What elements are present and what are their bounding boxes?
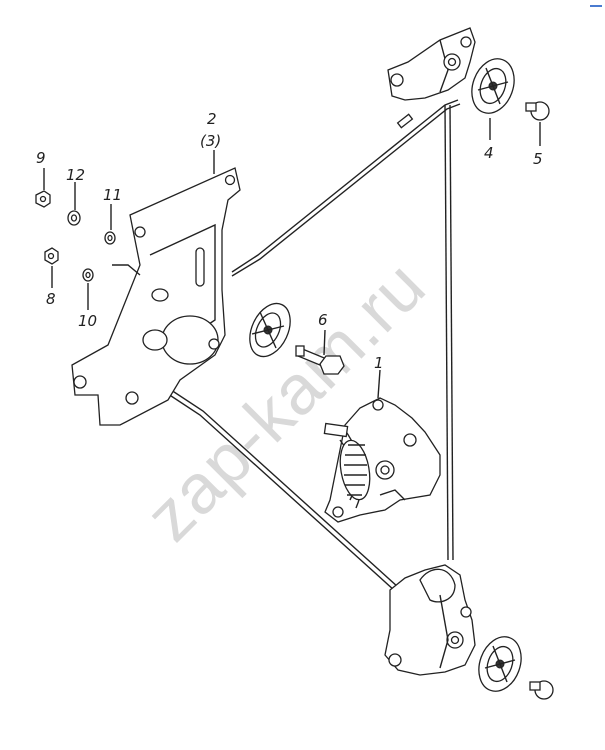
callout-8: 8 <box>46 290 56 308</box>
washer-12 <box>67 210 81 226</box>
middle-roller <box>249 302 291 358</box>
nut-8 <box>44 247 59 265</box>
top-roller-4 <box>471 58 515 114</box>
cap-bottom <box>529 680 554 700</box>
callout-11: 11 <box>103 186 122 204</box>
bottom-roller <box>478 636 522 692</box>
washer-10 <box>82 268 94 282</box>
bolt-6 <box>295 345 345 375</box>
leader-lines <box>43 118 541 399</box>
callout-12: 12 <box>66 166 85 184</box>
callout-3: (3) <box>200 132 221 150</box>
mounting-plate <box>71 167 241 426</box>
callout-2: 2 <box>207 110 217 128</box>
cap-5-top <box>525 101 550 121</box>
top-bracket <box>387 27 476 101</box>
washer-11 <box>104 231 116 245</box>
callout-1: 1 <box>374 354 384 372</box>
regulator-mechanism-1 <box>323 397 441 523</box>
callout-5: 5 <box>533 150 543 168</box>
callout-10: 10 <box>78 312 97 330</box>
callout-6: 6 <box>318 311 328 329</box>
callout-4: 4 <box>484 144 494 162</box>
bottom-bracket <box>384 564 476 676</box>
callout-9: 9 <box>36 149 46 167</box>
nut-9 <box>35 190 51 208</box>
